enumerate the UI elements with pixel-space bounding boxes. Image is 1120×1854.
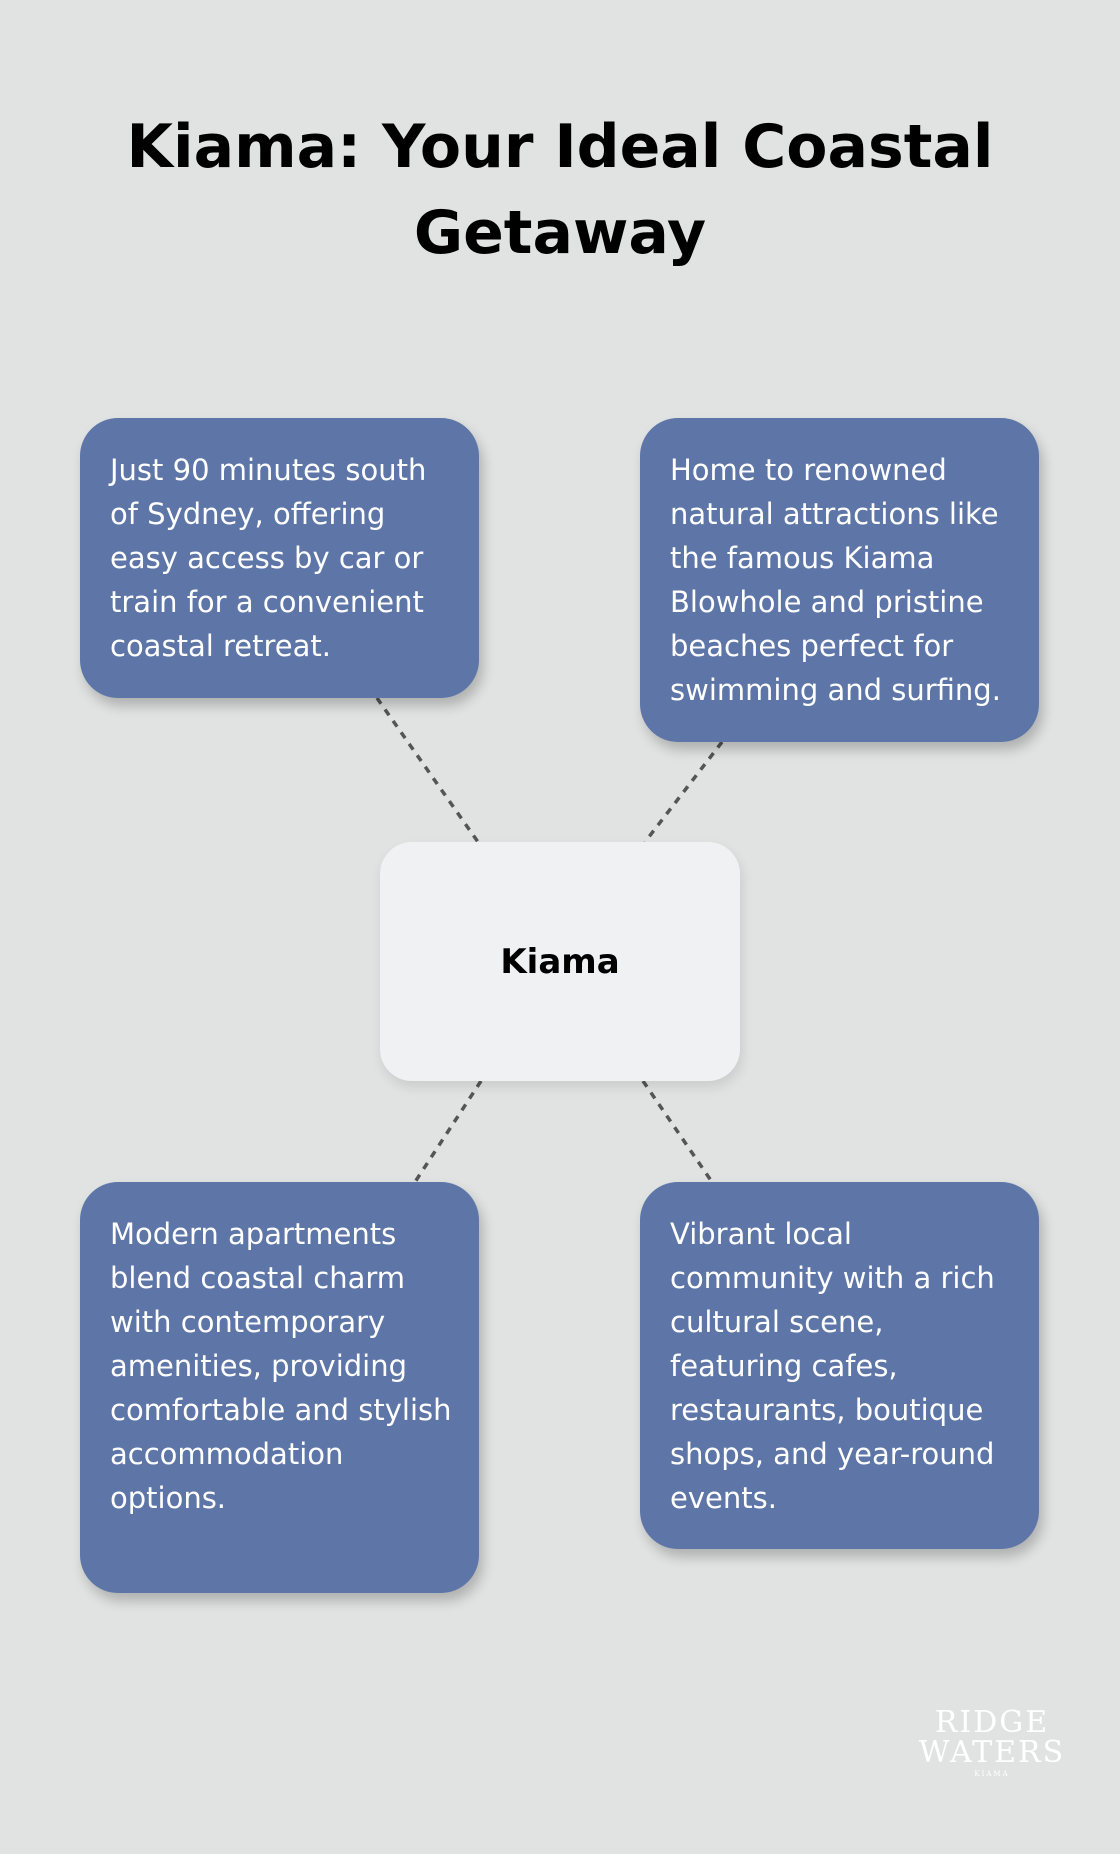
card-local-community: Vibrant local community with a rich cult… bbox=[640, 1182, 1039, 1549]
logo-line-3: KIAMA bbox=[974, 1770, 1010, 1778]
logo-line-1: RIDGE bbox=[934, 1705, 1050, 1740]
connector-top-left bbox=[375, 696, 480, 844]
connector-bottom-right bbox=[641, 1080, 714, 1183]
card-travel-access: Just 90 minutes south of Sydney, offerin… bbox=[80, 418, 479, 698]
connector-bottom-left bbox=[413, 1080, 483, 1183]
card-modern-apartments: Modern apartments blend coastal charm wi… bbox=[80, 1182, 479, 1593]
page-title: Kiama: Your Ideal Coastal Getaway bbox=[126, 112, 994, 268]
center-node-kiama: Kiama bbox=[380, 842, 740, 1081]
ridge-waters-logo: RIDGE WATERS KIAMA bbox=[912, 1708, 1072, 1780]
logo-line-2: WATERS bbox=[918, 1735, 1066, 1770]
connector-top-right bbox=[643, 740, 724, 844]
card-natural-attractions: Home to renowned natural attractions lik… bbox=[640, 418, 1039, 742]
center-node-label: Kiama bbox=[500, 941, 620, 982]
